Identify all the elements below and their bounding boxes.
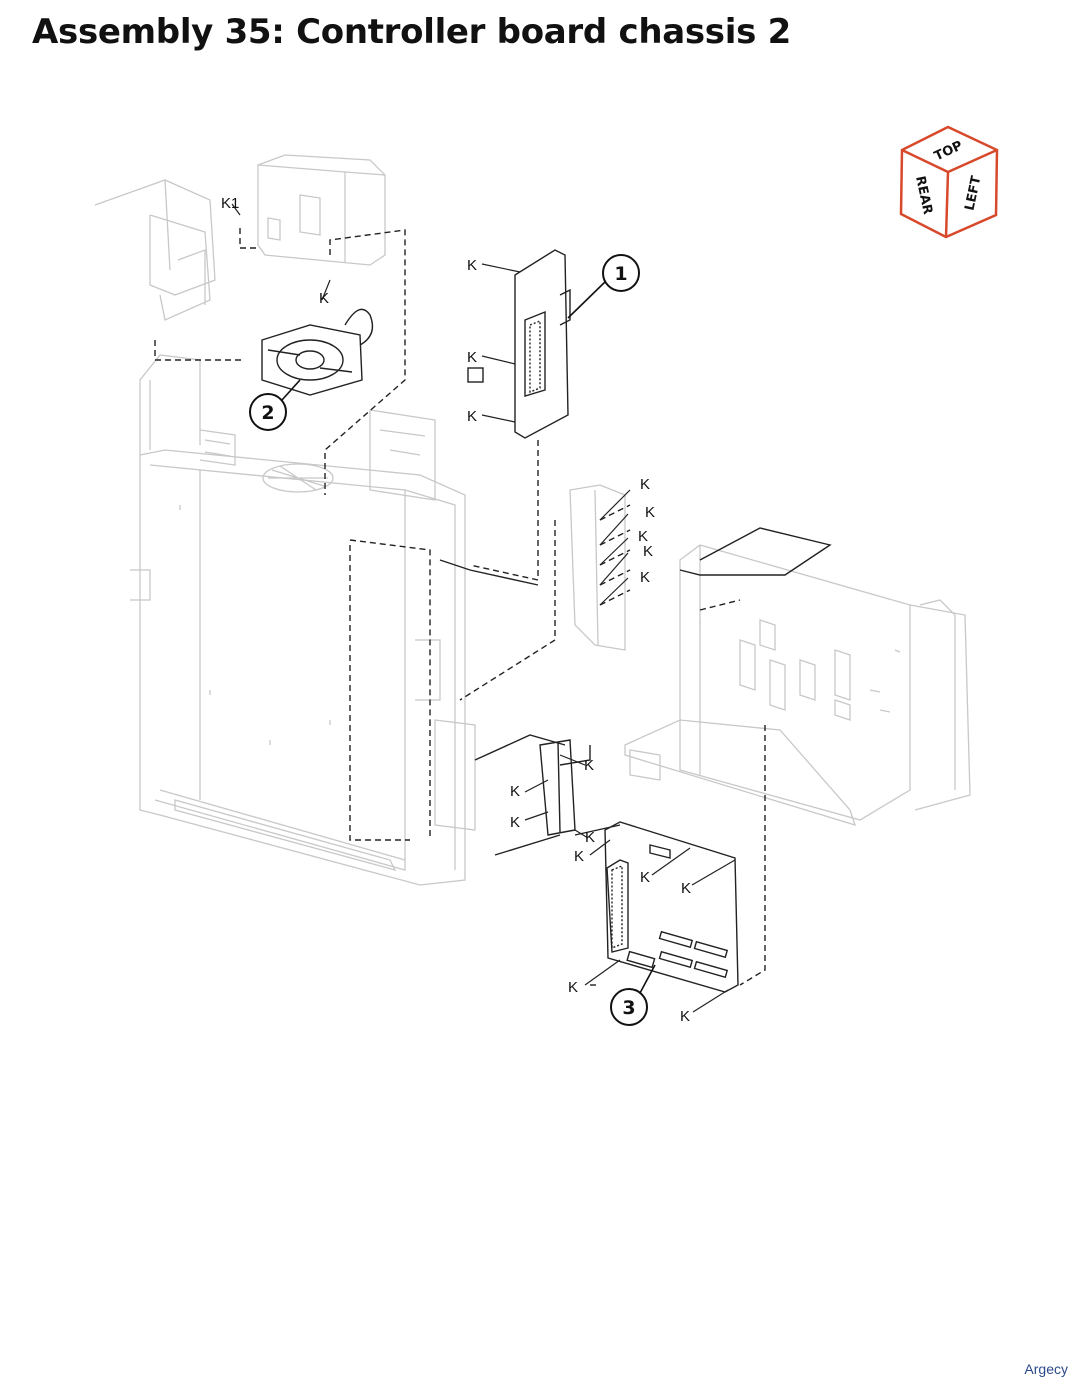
board-mounting-chassis bbox=[624, 544, 971, 826]
screw-label-k: K bbox=[681, 880, 691, 897]
air-duct-upper bbox=[94, 179, 216, 321]
screw-label-k1: K1 bbox=[221, 195, 239, 212]
svg-text:1: 1 bbox=[614, 263, 627, 285]
screw-label-k: K bbox=[640, 476, 650, 493]
screw-label-k: K bbox=[643, 543, 653, 560]
controller-board-3 bbox=[604, 821, 739, 993]
callout-2: 2 bbox=[249, 379, 301, 431]
screw-label-k: K bbox=[574, 848, 584, 865]
svg-text:2: 2 bbox=[261, 402, 274, 424]
screw-label-k: K bbox=[467, 349, 477, 366]
callout-3: 3 bbox=[610, 964, 656, 1026]
screw-label-k: K bbox=[638, 528, 648, 545]
controller-chassis-frame bbox=[130, 354, 476, 886]
screw-label-k: K bbox=[510, 814, 520, 831]
bracket-vertical bbox=[569, 484, 626, 651]
screw-label-k: K bbox=[319, 290, 329, 307]
orientation-cube-icon: TOP REAR LEFT bbox=[899, 125, 999, 239]
svg-text:3: 3 bbox=[622, 997, 635, 1019]
fan-unit bbox=[261, 308, 374, 396]
screw-label-k: K bbox=[584, 757, 594, 774]
cube-left-label: LEFT bbox=[963, 175, 985, 212]
screw-label-k: K bbox=[467, 257, 477, 274]
watermark-footer: Argecy bbox=[1024, 1361, 1068, 1377]
screw-label-k: K bbox=[510, 783, 520, 800]
screw-label-k: K bbox=[680, 1008, 690, 1025]
screw-label-k: K bbox=[568, 979, 578, 996]
screw-label-k: K bbox=[585, 829, 595, 846]
interface-board-1 bbox=[467, 249, 571, 439]
callout-1: 1 bbox=[567, 254, 640, 319]
screw-label-k: K bbox=[467, 408, 477, 425]
screw-labels: K1 K K K K K K K K K K K K K K K K K K bbox=[221, 195, 691, 1025]
screw-label-k: K bbox=[645, 504, 655, 521]
bracket-small bbox=[539, 739, 576, 836]
screw-label-k: K bbox=[640, 869, 650, 886]
page-title: Assembly 35: Controller board chassis 2 bbox=[32, 12, 791, 52]
fan-housing bbox=[257, 154, 386, 266]
screw-label-k: K bbox=[640, 569, 650, 586]
